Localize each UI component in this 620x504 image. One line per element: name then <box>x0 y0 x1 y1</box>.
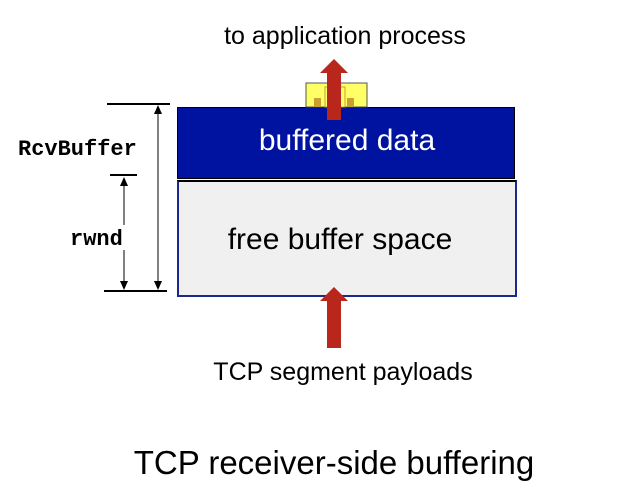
to-application-label: to application process <box>224 22 466 50</box>
arrow-to-application-icon <box>320 59 348 120</box>
rcvbuffer-label: RcvBuffer <box>18 137 137 162</box>
arrow-incoming-segments-icon <box>320 287 348 348</box>
free-buffer-region <box>177 180 517 297</box>
diagram-caption: TCP receiver-side buffering <box>133 444 535 481</box>
rwnd-label: rwnd <box>70 227 123 252</box>
buffered-data-region <box>177 107 515 179</box>
free-buffer-label: free buffer space <box>227 223 453 256</box>
tcp-segment-payloads-label: TCP segment payloads <box>213 358 473 386</box>
rcvbuffer-dimension-line <box>104 103 170 292</box>
rwnd-dimension-line <box>110 174 137 290</box>
buffered-data-label: buffered data <box>258 124 436 157</box>
